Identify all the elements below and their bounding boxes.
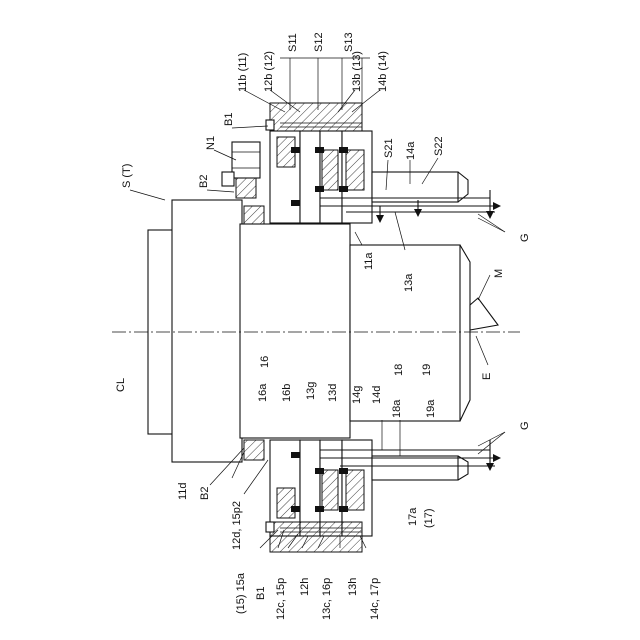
labels-bottom: (15) 15a B1 12c, 15p 12h 13c, 16p 13h 14… bbox=[235, 572, 381, 620]
label-13g: 13g bbox=[305, 382, 317, 400]
label-s21: S21 bbox=[383, 138, 395, 158]
label-m: M bbox=[493, 269, 505, 278]
label-s-t: S (T) bbox=[121, 164, 133, 188]
label-g-top: G bbox=[519, 233, 531, 242]
label-16b: 16b bbox=[281, 384, 293, 402]
label-16: 16 bbox=[259, 356, 271, 368]
label-11d: 11d bbox=[177, 482, 189, 500]
label-13b: 13b (13) bbox=[351, 51, 363, 92]
label-e: E bbox=[481, 373, 493, 380]
labels-lower-left: 11d B2 12d, 15p2 bbox=[177, 482, 243, 550]
bolt-b2-top bbox=[244, 206, 264, 224]
label-13a: 13a bbox=[403, 273, 415, 292]
label-13d: 13d bbox=[327, 384, 339, 402]
label-b1-bottom: B1 bbox=[255, 587, 267, 600]
label-s11: S11 bbox=[287, 33, 299, 52]
label-14c-17p: 14c, 17p bbox=[369, 578, 381, 620]
label-12d-15p2: 12d, 15p2 bbox=[231, 501, 243, 550]
label-12b: 12b (12) bbox=[263, 51, 275, 92]
label-b2-bottom: B2 bbox=[199, 487, 211, 500]
label-14b: 14b (14) bbox=[377, 51, 389, 92]
label-b1-top: B1 bbox=[223, 113, 235, 126]
label-17a: 17a bbox=[407, 507, 419, 526]
label-19: 19 bbox=[421, 364, 433, 376]
labels-top-parts: 11b (11) 12b (12) 13b (13) 14b (14) bbox=[237, 51, 389, 92]
spindle-body bbox=[148, 200, 470, 462]
label-13h: 13h bbox=[347, 578, 359, 596]
label-n1: N1 bbox=[205, 136, 217, 150]
label-12h: 12h bbox=[299, 578, 311, 596]
tool-m bbox=[470, 298, 498, 330]
labels-top-dims: S11 S12 S13 bbox=[287, 32, 355, 52]
label-18: 18 bbox=[393, 364, 405, 376]
label-11b: 11b (11) bbox=[237, 53, 249, 92]
label-16a: 16a bbox=[257, 383, 269, 402]
label-14g: 14g bbox=[351, 386, 363, 404]
label-cl: CL bbox=[115, 378, 127, 392]
label-s12: S12 bbox=[313, 32, 325, 52]
upper-seal-unit bbox=[266, 103, 468, 223]
label-g-bottom: G bbox=[519, 421, 531, 430]
nut-n1 bbox=[222, 142, 260, 198]
label-b2-top: B2 bbox=[198, 175, 210, 188]
label-12c-15p: 12c, 15p bbox=[275, 578, 287, 620]
bolt-b2-bottom bbox=[244, 440, 264, 460]
lower-seal-unit bbox=[266, 440, 468, 552]
label-14a: 14a bbox=[405, 141, 417, 160]
label-18a: 18a bbox=[391, 399, 403, 418]
label-13c-16p: 13c, 16p bbox=[321, 578, 333, 620]
label-11a: 11a bbox=[363, 252, 375, 270]
label-15-15a: (15) 15a bbox=[235, 572, 247, 614]
label-s22: S22 bbox=[433, 136, 445, 156]
label-17: (17) bbox=[423, 508, 435, 528]
label-s13: S13 bbox=[343, 32, 355, 52]
label-19a: 19a bbox=[425, 399, 437, 418]
label-14d: 14d bbox=[371, 386, 383, 404]
